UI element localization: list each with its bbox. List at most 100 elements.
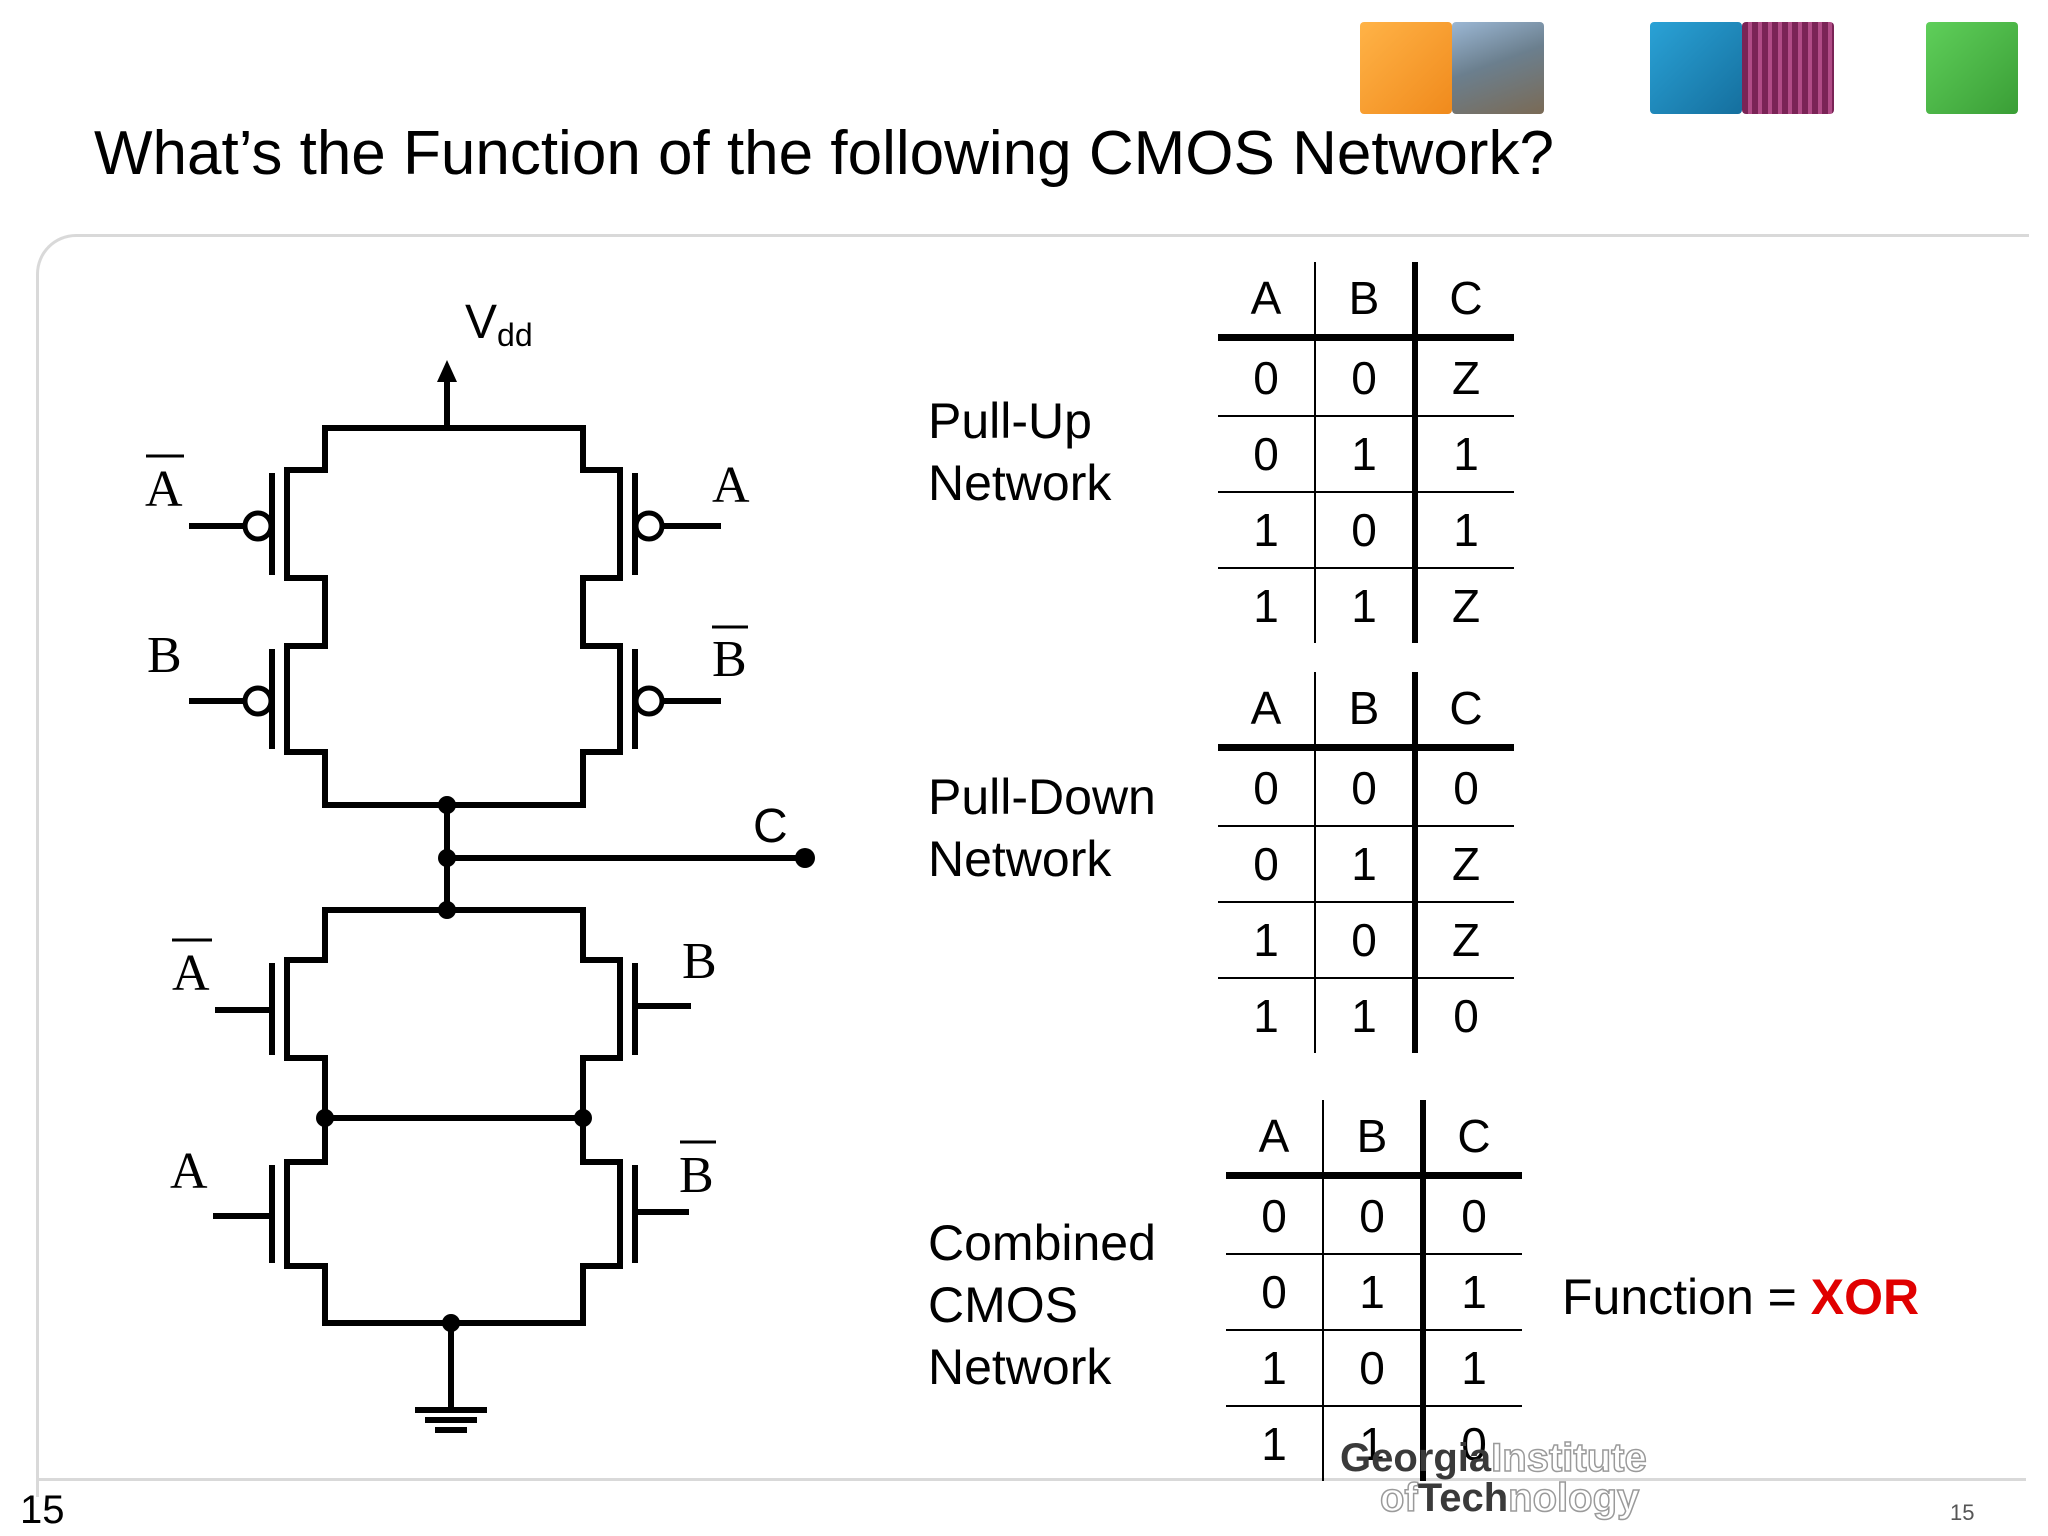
table-cell: 0 bbox=[1218, 747, 1316, 827]
table-cell: 1 bbox=[1218, 978, 1316, 1053]
pd-left-bottom-label: A bbox=[170, 1143, 208, 1200]
table-cell: 0 bbox=[1315, 902, 1418, 979]
pu-right-top-label: A bbox=[712, 457, 750, 514]
table-cell: 1 bbox=[1315, 826, 1418, 903]
table-cell: 1 bbox=[1415, 416, 1514, 493]
content-frame bbox=[36, 234, 2029, 1497]
table-cell: 0 bbox=[1218, 826, 1316, 903]
table-cell: 0 bbox=[1423, 1175, 1522, 1255]
vdd-label: Vdd bbox=[465, 296, 533, 353]
table-cell: 0 bbox=[1226, 1254, 1324, 1331]
pmos-bubble-b bbox=[242, 685, 274, 717]
table-cell: 0 bbox=[1415, 747, 1514, 827]
junction-dot bbox=[442, 1314, 460, 1332]
pu-left-top-label: A bbox=[145, 461, 183, 518]
table-header-row: A B C bbox=[1218, 672, 1514, 751]
table-cell: Z bbox=[1451, 580, 1481, 632]
chip-photo bbox=[1742, 22, 1834, 114]
georgia-tech-logo: GeorgiaInstitute ofTechnology bbox=[1340, 1436, 1647, 1520]
pu-left-bottom-label: B bbox=[147, 627, 182, 684]
junction-dot bbox=[438, 796, 456, 814]
table-cell: 0 bbox=[1461, 1418, 1487, 1470]
pu-right-bottom-label: B bbox=[712, 631, 747, 688]
table-cell: 0 bbox=[1323, 1330, 1426, 1407]
pd-right-bottom-label: B bbox=[679, 1147, 714, 1204]
table-cell: 1 bbox=[1323, 1254, 1426, 1331]
table-cell: 1 bbox=[1315, 978, 1418, 1053]
function-label: Function = bbox=[1562, 1269, 1811, 1325]
pmos-bubble-b-bar bbox=[633, 685, 665, 717]
junction-dot bbox=[438, 849, 456, 867]
slide-title: What’s the Function of the following CMO… bbox=[94, 119, 1554, 188]
table-header-row: A B C bbox=[1218, 262, 1514, 341]
junction-dot bbox=[574, 1109, 592, 1127]
table-cell: 1 bbox=[1423, 1330, 1522, 1407]
green-square bbox=[1926, 22, 2018, 114]
pull-down-label: Pull-Down Network bbox=[928, 769, 1156, 887]
header-cell: A bbox=[1226, 1100, 1324, 1179]
pd-right-top-label: B bbox=[682, 933, 717, 990]
table-cell: Z bbox=[1415, 902, 1514, 979]
table-cell: 0 bbox=[1453, 990, 1479, 1042]
junction-dot bbox=[438, 901, 456, 919]
table-cell: Z bbox=[1415, 337, 1514, 417]
table-cell: 1 bbox=[1226, 1406, 1324, 1481]
slide-number: 15 bbox=[20, 1488, 65, 1532]
table-cell: 1 bbox=[1315, 416, 1418, 493]
output-label: C bbox=[753, 800, 788, 853]
table-cell: 1 bbox=[1218, 568, 1316, 643]
campus-photo bbox=[1452, 22, 1544, 114]
blue-square bbox=[1650, 22, 1742, 114]
header-cell: C bbox=[1415, 672, 1514, 751]
header-cell: B bbox=[1315, 672, 1418, 751]
function-value: XOR bbox=[1810, 1269, 1920, 1325]
table-cell: 0 bbox=[1323, 1175, 1426, 1255]
pd-left-top-label: A bbox=[172, 945, 210, 1002]
table-cell: 0 bbox=[1226, 1175, 1324, 1255]
content-frame-bottom bbox=[36, 1478, 2026, 1481]
header-cell: B bbox=[1315, 262, 1418, 341]
table-cell: 0 bbox=[1315, 337, 1418, 417]
table-header-row: A B C bbox=[1226, 1100, 1522, 1179]
table-cell: 1 bbox=[1218, 902, 1316, 979]
combined-label: Combined CMOS Network bbox=[928, 1215, 1156, 1395]
table-cell: 1 bbox=[1226, 1330, 1324, 1407]
table-cell: 1 bbox=[1423, 1254, 1522, 1331]
table-cell: 1 bbox=[1315, 568, 1418, 643]
junction-dot bbox=[316, 1109, 334, 1127]
vdd-arrow-icon bbox=[437, 360, 457, 382]
pu-left-wire-1 bbox=[284, 425, 328, 473]
pull-up-label: Pull-Up Network bbox=[928, 393, 1112, 511]
table-cell: 0 bbox=[1315, 747, 1418, 827]
pmos-bubble-a-bar bbox=[242, 510, 274, 542]
orange-square bbox=[1360, 22, 1452, 114]
header-decoration bbox=[1360, 22, 2020, 118]
table-cell: 0 bbox=[1218, 337, 1316, 417]
table-cell: Z bbox=[1415, 826, 1514, 903]
function-answer: Function = XOR bbox=[1562, 1268, 1919, 1326]
table-cell: 1 bbox=[1323, 1406, 1426, 1481]
header-cell: A bbox=[1218, 672, 1316, 751]
footer-page-number: 15 bbox=[1950, 1500, 1975, 1525]
header-cell: C bbox=[1423, 1100, 1522, 1179]
table-cell: 1 bbox=[1218, 492, 1316, 569]
header-cell: B bbox=[1323, 1100, 1426, 1179]
pmos-bubble-a bbox=[633, 510, 665, 542]
header-cell: C bbox=[1415, 262, 1514, 341]
table-cell: 1 bbox=[1415, 492, 1514, 569]
